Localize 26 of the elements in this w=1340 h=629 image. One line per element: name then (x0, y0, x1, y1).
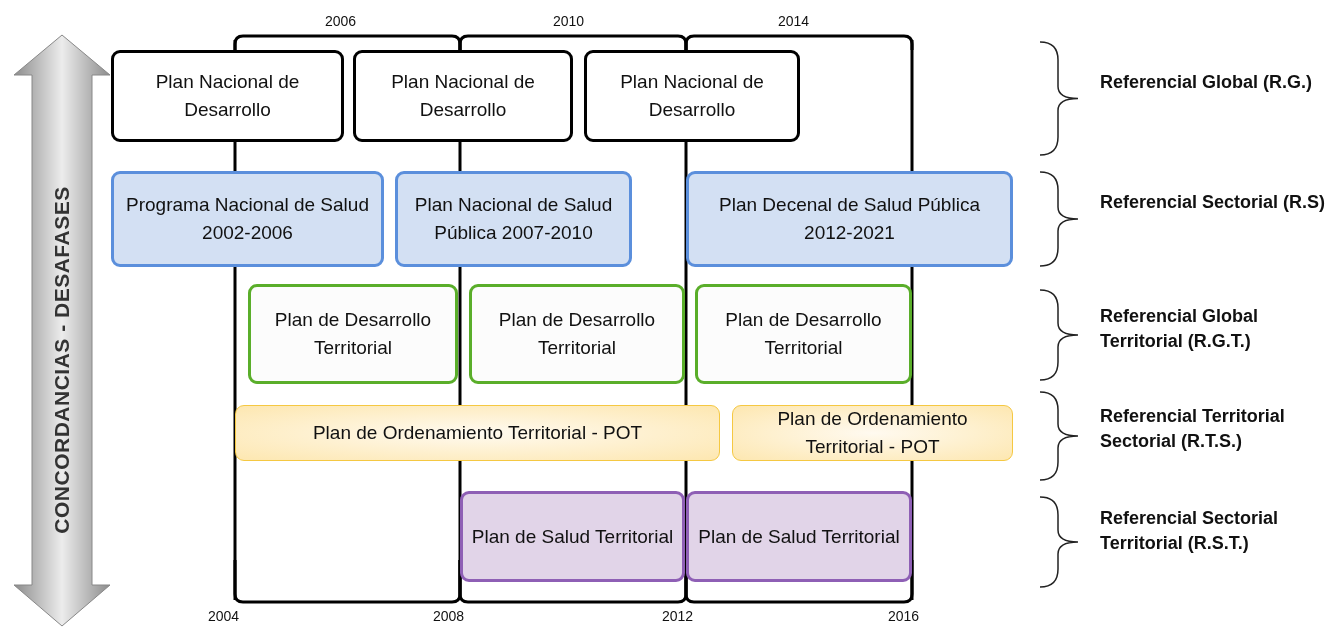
category-label: Referencial Territorial Sectorial (R.T.S.) (1100, 405, 1286, 453)
year-label: 2006 (325, 13, 357, 29)
plan-box: Plan de Ordenamiento Territorial - POT (732, 405, 1013, 461)
arrow-label: CONCORDANCIAS - DESAFASES (50, 186, 74, 534)
plan-box: Plan de Ordenamiento Territorial - POT (235, 405, 720, 461)
year-label: 2016 (888, 608, 920, 624)
category-label: Referencial Global (R.G.) (1100, 71, 1314, 94)
year-label: 2014 (778, 13, 810, 29)
plan-box: Plan Nacional de Salud Pública 2007-2010 (395, 171, 632, 267)
plan-box: Programa Nacional de Salud 2002-2006 (111, 171, 384, 267)
plan-box: Plan Nacional de Desarrollo (353, 50, 573, 142)
year-label: 2004 (208, 608, 240, 624)
plan-box: Plan de Desarrollo Territorial (248, 284, 458, 384)
plan-box: Plan Nacional de Desarrollo (584, 50, 800, 142)
plan-box: Plan Decenal de Salud Pública 2012-2021 (686, 171, 1013, 267)
category-label: Referencial Sectorial (R.S) (1100, 191, 1327, 214)
category-label: Referencial Global Territorial (R.G.T.) (1100, 305, 1260, 353)
plan-box: Plan Nacional de Desarrollo (111, 50, 344, 142)
category-label: Referencial Sectorial Territorial (R.S.T.) (1100, 507, 1280, 555)
plan-box: Plan de Salud Territorial (686, 491, 912, 582)
year-label: 2010 (553, 13, 585, 29)
plan-box: Plan de Desarrollo Territorial (469, 284, 685, 384)
year-label: 2012 (662, 608, 694, 624)
plan-box: Plan de Desarrollo Territorial (695, 284, 912, 384)
year-label: 2008 (433, 608, 465, 624)
plan-box: Plan de Salud Territorial (460, 491, 685, 582)
